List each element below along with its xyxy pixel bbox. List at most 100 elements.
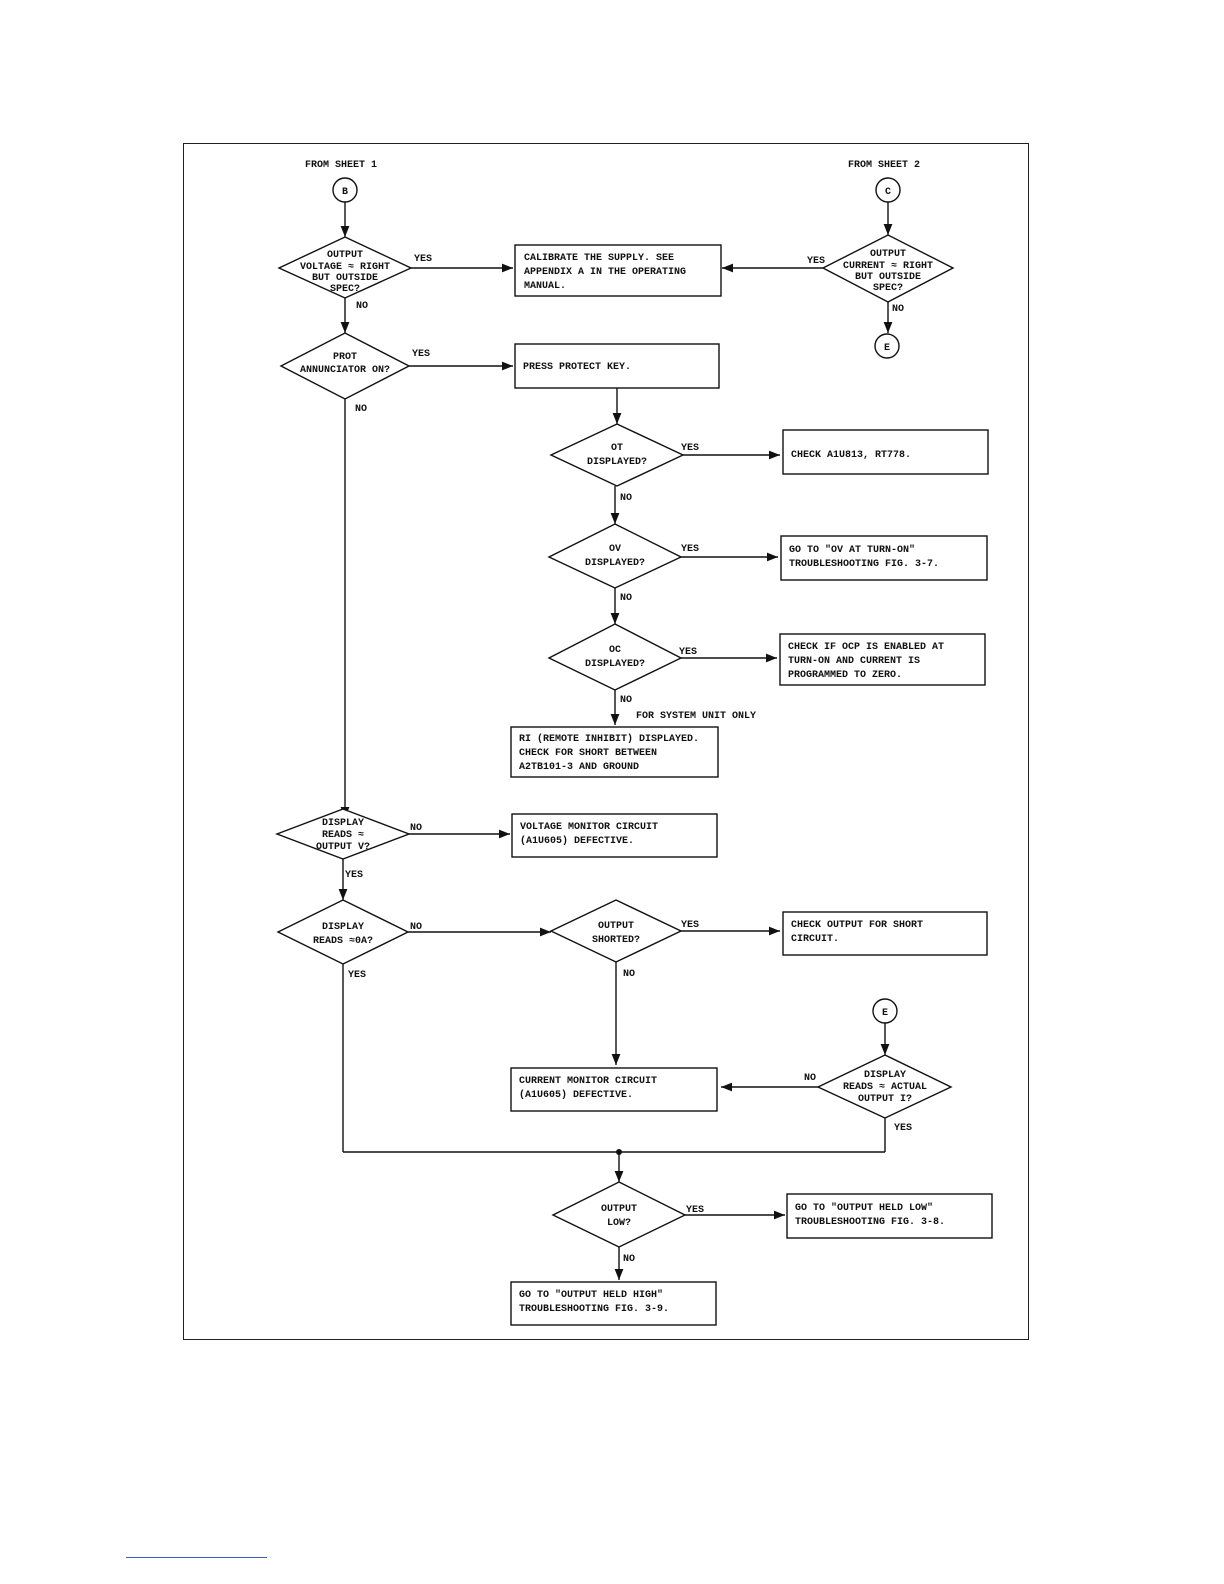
svg-text:YES: YES xyxy=(681,443,699,454)
svg-text:NO: NO xyxy=(410,922,422,933)
svg-text:YES: YES xyxy=(681,544,699,555)
box-voltage-monitor-defective: VOLTAGE MONITOR CIRCUIT (A1U605) DEFECTI… xyxy=(511,813,718,858)
svg-text:DISPLAY: DISPLAY xyxy=(322,818,364,829)
decision-oc-displayed: OC DISPLAYED? xyxy=(547,623,683,691)
box-press-protect-key: PRESS PROTECT KEY. xyxy=(514,343,720,389)
svg-text:YES: YES xyxy=(686,1205,704,1216)
svg-text:SHORTED?: SHORTED? xyxy=(592,935,640,946)
svg-text:CIRCUIT.: CIRCUIT. xyxy=(791,934,839,945)
decision-output-low: OUTPUT LOW? xyxy=(551,1181,687,1248)
decision-display-reads-0a: DISPLAY READS ≈0A? xyxy=(276,899,410,965)
box-check-ocp: CHECK IF OCP IS ENABLED AT TURN-ON AND C… xyxy=(779,633,986,686)
svg-text:OUTPUT I?: OUTPUT I? xyxy=(858,1094,912,1105)
svg-text:NO: NO xyxy=(892,304,904,315)
svg-text:CHECK A1U813, RT778.: CHECK A1U813, RT778. xyxy=(791,450,911,461)
connector-e-out: E xyxy=(874,333,900,359)
svg-text:TROUBLESHOOTING FIG. 3-7.: TROUBLESHOOTING FIG. 3-7. xyxy=(789,559,939,570)
svg-text:(A1U605) DEFECTIVE.: (A1U605) DEFECTIVE. xyxy=(519,1089,633,1101)
svg-text:PRESS PROTECT KEY.: PRESS PROTECT KEY. xyxy=(523,362,631,373)
box-current-monitor-defective: CURRENT MONITOR CIRCUIT (A1U605) DEFECTI… xyxy=(510,1067,718,1112)
decision-display-reads-output-v: DISPLAY READS ≈ OUTPUT V? xyxy=(275,808,411,860)
svg-text:YES: YES xyxy=(414,254,432,265)
svg-text:BUT OUTSIDE: BUT OUTSIDE xyxy=(855,272,921,283)
svg-text:BUT OUTSIDE: BUT OUTSIDE xyxy=(312,273,378,284)
svg-text:ANNUNCIATOR ON?: ANNUNCIATOR ON? xyxy=(300,365,390,376)
svg-text:RI (REMOTE INHIBIT) DISPLAYED.: RI (REMOTE INHIBIT) DISPLAYED. xyxy=(519,733,699,745)
svg-text:READS ≈: READS ≈ xyxy=(322,830,364,841)
decision-prot-annunciator: PROT ANNUNCIATOR ON? xyxy=(279,332,411,400)
svg-text:GO TO "OUTPUT HELD HIGH": GO TO "OUTPUT HELD HIGH" xyxy=(519,1289,663,1301)
svg-text:APPENDIX A IN THE OPERATING: APPENDIX A IN THE OPERATING xyxy=(524,267,686,278)
svg-text:YES: YES xyxy=(681,920,699,931)
svg-text:SPEC?: SPEC? xyxy=(330,284,360,295)
svg-text:OUTPUT: OUTPUT xyxy=(870,249,906,260)
svg-text:GO TO "OV AT TURN-ON": GO TO "OV AT TURN-ON" xyxy=(789,544,915,556)
svg-text:YES: YES xyxy=(894,1123,912,1134)
svg-text:NO: NO xyxy=(623,969,635,980)
svg-text:NO: NO xyxy=(620,493,632,504)
decision-ot-displayed: OT DISPLAYED? xyxy=(549,423,685,487)
svg-text:OUTPUT: OUTPUT xyxy=(598,921,634,932)
svg-text:A2TB101-3 AND GROUND: A2TB101-3 AND GROUND xyxy=(519,762,639,773)
svg-text:CHECK IF OCP IS ENABLED AT: CHECK IF OCP IS ENABLED AT xyxy=(788,642,944,653)
svg-text:NO: NO xyxy=(620,593,632,604)
svg-text:CURRENT MONITOR CIRCUIT: CURRENT MONITOR CIRCUIT xyxy=(519,1076,657,1087)
svg-text:OV: OV xyxy=(609,544,621,555)
decision-ov-displayed: OV DISPLAYED? xyxy=(547,523,683,589)
decision-output-current: OUTPUT CURRENT ≈ RIGHT BUT OUTSIDE SPEC? xyxy=(821,234,955,303)
decision-output-shorted: OUTPUT SHORTED? xyxy=(549,899,683,963)
svg-text:E: E xyxy=(884,343,890,354)
svg-text:READS ≈ ACTUAL: READS ≈ ACTUAL xyxy=(843,1082,927,1093)
svg-text:MANUAL.: MANUAL. xyxy=(524,281,566,292)
svg-text:B: B xyxy=(342,187,348,198)
box-check-output-short: CHECK OUTPUT FOR SHORT CIRCUIT. xyxy=(782,911,988,956)
svg-text:CHECK OUTPUT FOR SHORT: CHECK OUTPUT FOR SHORT xyxy=(791,920,923,931)
from-sheet-1-label: FROM SHEET 1 xyxy=(305,160,377,171)
box-output-held-low: GO TO "OUTPUT HELD LOW" TROUBLESHOOTING … xyxy=(786,1193,993,1239)
svg-text:VOLTAGE MONITOR CIRCUIT: VOLTAGE MONITOR CIRCUIT xyxy=(520,822,658,833)
svg-text:DISPLAY: DISPLAY xyxy=(864,1070,906,1081)
svg-text:SPEC?: SPEC? xyxy=(873,283,903,294)
box-ov-turn-on: GO TO "OV AT TURN-ON" TROUBLESHOOTING FI… xyxy=(780,535,988,581)
svg-text:OUTPUT: OUTPUT xyxy=(601,1204,637,1215)
svg-text:VOLTAGE ≈ RIGHT: VOLTAGE ≈ RIGHT xyxy=(300,262,390,273)
svg-text:NO: NO xyxy=(620,695,632,706)
svg-text:TROUBLESHOOTING FIG. 3-8.: TROUBLESHOOTING FIG. 3-8. xyxy=(795,1217,945,1228)
svg-text:YES: YES xyxy=(679,647,697,658)
svg-text:NO: NO xyxy=(804,1073,816,1084)
svg-text:YES: YES xyxy=(412,349,430,360)
svg-text:DISPLAYED?: DISPLAYED? xyxy=(585,558,645,569)
svg-text:YES: YES xyxy=(345,870,363,881)
svg-text:(A1U605) DEFECTIVE.: (A1U605) DEFECTIVE. xyxy=(520,835,634,847)
decision-output-voltage: OUTPUT VOLTAGE ≈ RIGHT BUT OUTSIDE SPEC? xyxy=(277,236,413,299)
box-output-held-high: GO TO "OUTPUT HELD HIGH" TROUBLESHOOTING… xyxy=(510,1281,717,1326)
svg-text:YES: YES xyxy=(807,256,825,267)
flow-lines xyxy=(338,202,893,1280)
svg-text:TROUBLESHOOTING FIG. 3-9.: TROUBLESHOOTING FIG. 3-9. xyxy=(519,1304,669,1315)
footnote-rule xyxy=(126,1557,267,1558)
svg-text:OC: OC xyxy=(609,645,621,656)
svg-text:NO: NO xyxy=(355,404,367,415)
svg-text:GO TO "OUTPUT HELD LOW": GO TO "OUTPUT HELD LOW" xyxy=(795,1202,933,1214)
svg-text:OUTPUT V?: OUTPUT V? xyxy=(316,842,370,853)
connector-e-in: E xyxy=(872,998,898,1024)
svg-text:YES: YES xyxy=(348,970,366,981)
svg-text:PROT: PROT xyxy=(333,352,357,363)
diagram-frame xyxy=(183,143,1029,1340)
svg-text:LOW?: LOW? xyxy=(607,1218,631,1229)
svg-text:OT: OT xyxy=(611,443,623,454)
svg-text:NO: NO xyxy=(356,301,368,312)
svg-text:NO: NO xyxy=(410,823,422,834)
connector-b: B xyxy=(332,177,358,203)
box-calibrate-supply: CALIBRATE THE SUPPLY. SEE APPENDIX A IN … xyxy=(514,244,722,297)
svg-text:NO: NO xyxy=(623,1254,635,1265)
svg-text:OUTPUT: OUTPUT xyxy=(327,250,363,261)
svg-text:CHECK FOR SHORT BETWEEN: CHECK FOR SHORT BETWEEN xyxy=(519,748,657,759)
from-sheet-2-label: FROM SHEET 2 xyxy=(848,160,920,171)
svg-text:DISPLAY: DISPLAY xyxy=(322,922,364,933)
svg-text:CURRENT ≈ RIGHT: CURRENT ≈ RIGHT xyxy=(843,261,933,272)
branch-labels: YES NO YES NO YES NO YES NO YES NO YES N… xyxy=(345,254,912,1265)
svg-text:CALIBRATE THE SUPPLY. SEE: CALIBRATE THE SUPPLY. SEE xyxy=(524,253,674,264)
svg-text:C: C xyxy=(885,187,891,198)
